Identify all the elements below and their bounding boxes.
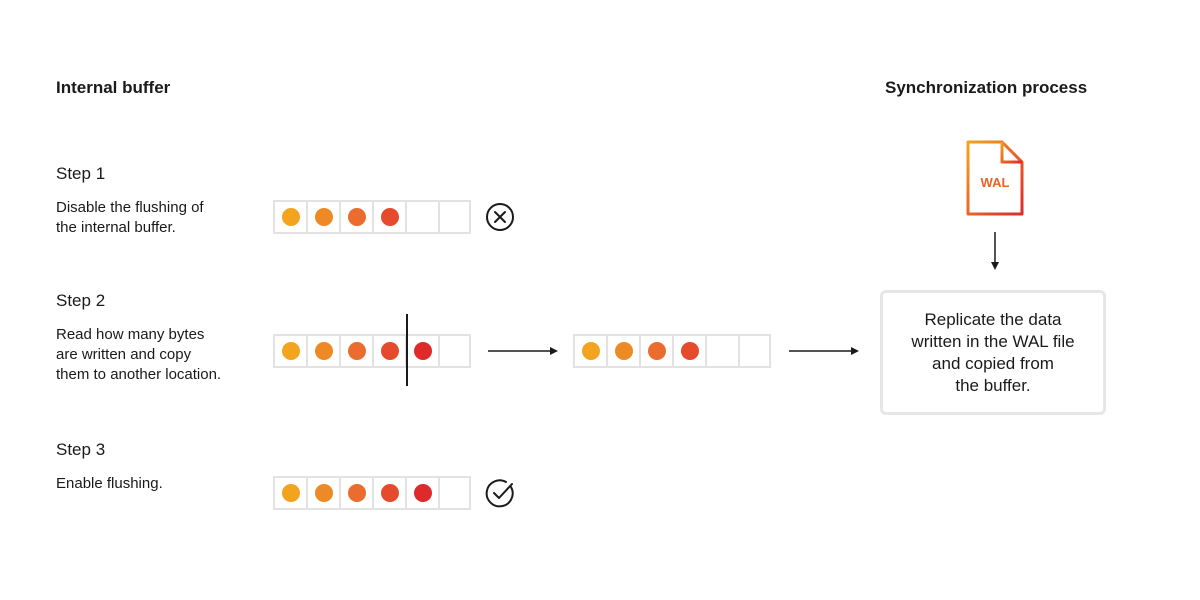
buffer-cell — [372, 334, 405, 368]
buffer-cell — [438, 476, 471, 510]
buffer-cell — [273, 476, 306, 510]
buffer-cell — [339, 200, 372, 234]
circle-x-icon — [486, 203, 514, 231]
step-1-description-line: Disable the flushing of — [56, 199, 204, 216]
data-byte-dot — [380, 342, 399, 360]
buffer-cell — [306, 476, 339, 510]
data-byte-dot — [347, 208, 366, 226]
copy-arrow — [488, 347, 558, 355]
data-byte-dot — [614, 342, 633, 360]
data-byte-dot — [281, 484, 300, 502]
step-1-buffer — [273, 200, 471, 234]
document-icon: WAL — [966, 140, 1024, 216]
data-byte-dot — [380, 484, 399, 502]
data-byte-dot — [281, 208, 300, 226]
step-2-description-line: them to another location. — [56, 366, 222, 383]
copied-buffer — [573, 334, 771, 368]
replicate-arrow — [789, 347, 859, 355]
step-1-title: Step 1 — [56, 164, 106, 183]
internal-buffer-heading: Internal buffer — [56, 78, 171, 97]
data-byte-dot — [347, 342, 366, 360]
wal-label: WAL — [981, 175, 1010, 190]
step-3-description-line: Enable flushing. — [56, 475, 163, 492]
data-byte-dot — [647, 342, 666, 360]
buffer-cell — [339, 476, 372, 510]
replicate-data-line: and copied from — [932, 353, 1054, 373]
buffer-cell — [705, 334, 738, 368]
step-2-title: Step 2 — [56, 291, 106, 310]
replicate-data-line: Replicate the data — [924, 309, 1062, 329]
buffer-cell — [606, 334, 639, 368]
data-byte-dot — [680, 342, 699, 360]
step-2-buffer — [273, 334, 471, 368]
buffer-cell — [405, 334, 438, 368]
step-2-description: Read how many bytes are written and copy… — [56, 325, 221, 385]
buffer-cell — [405, 200, 438, 234]
step-2-description-line: are written and copy — [56, 346, 192, 363]
step-3-buffer — [273, 476, 471, 510]
step-1-description: Disable the flushing of the internal buf… — [56, 198, 204, 238]
buffer-cell — [306, 200, 339, 234]
buffer-cell — [405, 476, 438, 510]
data-byte-dot — [281, 342, 300, 360]
buffer-cell — [573, 334, 606, 368]
buffer-cell — [372, 476, 405, 510]
synchronization-process-heading: Synchronization process — [885, 78, 1088, 97]
buffer-cell — [372, 200, 405, 234]
step-2-description-line: Read how many bytes — [56, 326, 205, 343]
data-byte-dot — [413, 342, 432, 360]
replicate-data-box: Replicate the data written in the WAL fi… — [880, 290, 1106, 415]
buffer-cell — [273, 334, 306, 368]
step-3-title: Step 3 — [56, 440, 106, 459]
data-byte-dot — [314, 342, 333, 360]
data-byte-dot — [413, 484, 432, 502]
buffer-cell — [438, 200, 471, 234]
replicate-data-line: written in the WAL file — [911, 331, 1075, 351]
buffer-cell — [639, 334, 672, 368]
buffer-cell — [339, 334, 372, 368]
step-3-description: Enable flushing. — [56, 474, 163, 494]
buffer-cell — [273, 200, 306, 234]
data-byte-dot — [380, 208, 399, 226]
buffer-cell — [438, 334, 471, 368]
data-byte-dot — [347, 484, 366, 502]
buffer-cell — [672, 334, 705, 368]
buffer-cell — [738, 334, 771, 368]
circle-check-icon — [485, 479, 514, 508]
replicate-data-line: the buffer. — [955, 375, 1031, 395]
down-arrow — [991, 232, 999, 270]
step-1-description-line: the internal buffer. — [56, 219, 176, 236]
buffer-cell — [306, 334, 339, 368]
read-position-marker — [406, 314, 408, 386]
data-byte-dot — [314, 484, 333, 502]
data-byte-dot — [314, 208, 333, 226]
data-byte-dot — [581, 342, 600, 360]
